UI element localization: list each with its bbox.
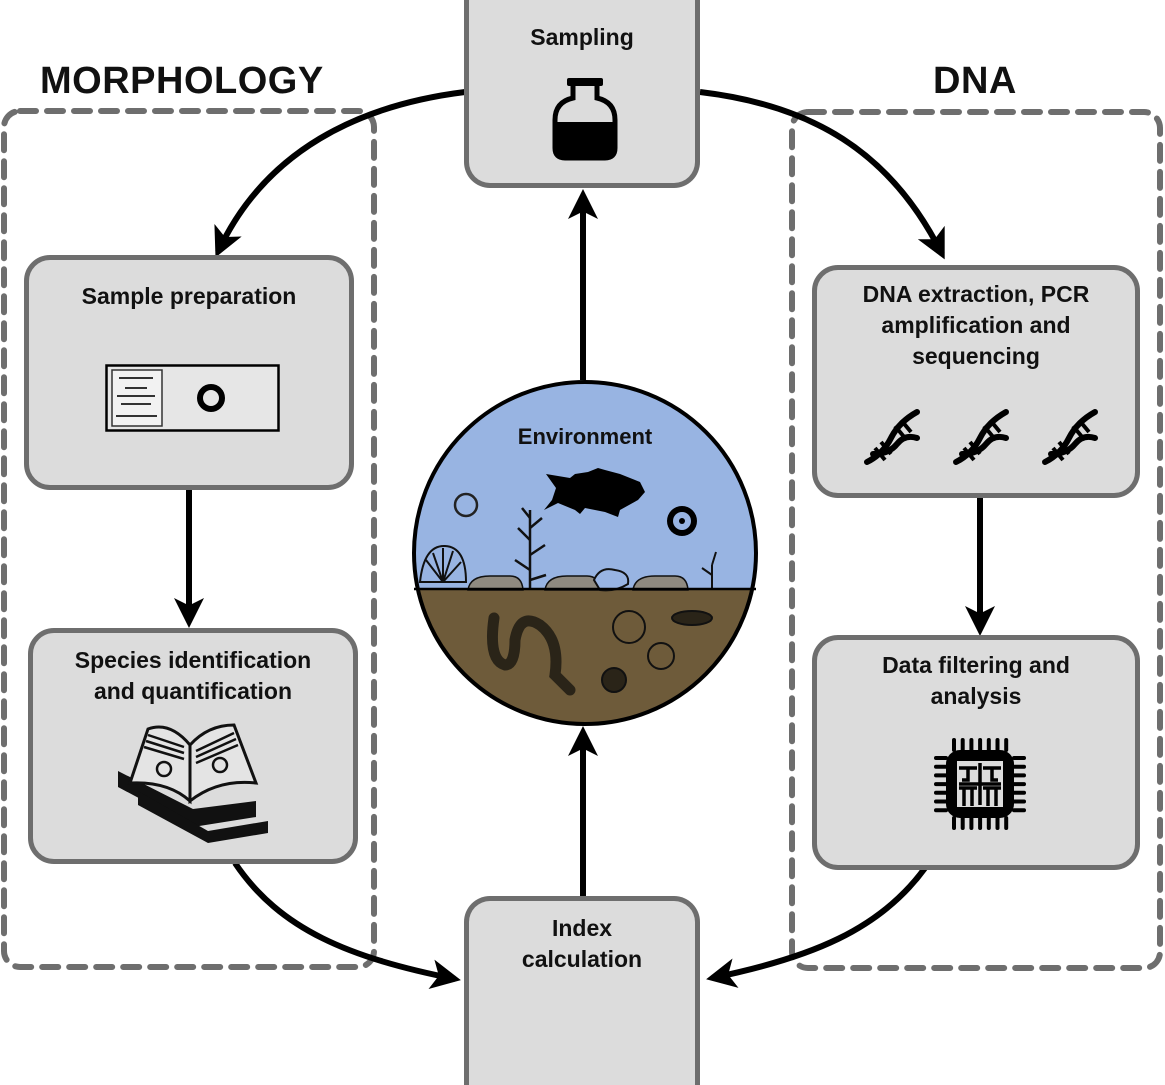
data-filtering-box[interactable]: Data filtering and analysis	[812, 635, 1140, 870]
foraminifera-icon	[601, 667, 627, 693]
dna-extraction-title-line-1: DNA extraction, PCR	[862, 281, 1090, 307]
index-calculation-title-line-2: calculation	[521, 946, 643, 972]
dna-helix-icon	[864, 409, 920, 465]
identification-book-icon	[118, 723, 268, 843]
sampling-box[interactable]: Sampling	[464, 0, 700, 188]
microscope-slide-icon	[105, 364, 280, 432]
diatom-icon	[671, 610, 713, 626]
dna-group-title: DNA	[933, 60, 1017, 102]
foraminifera-icon	[453, 492, 479, 518]
arrow-sampling-to-sample-preparation	[214, 89, 466, 258]
sample-preparation-title: Sample preparation	[81, 283, 297, 309]
arrow-data-filtering-to-index-calculation	[706, 866, 928, 988]
sample-preparation-box[interactable]: Sample preparation	[24, 255, 354, 490]
species-identification-box[interactable]: Species identification and quantificatio…	[28, 628, 358, 864]
morphology-group-border	[1, 108, 377, 970]
index-calculation-box[interactable]: Index calculation	[464, 896, 700, 1085]
sample-bottle-icon	[552, 78, 618, 161]
radiolarian-icon	[667, 506, 697, 536]
plant-sprout-icon	[701, 551, 717, 590]
environment-circle-border	[412, 380, 758, 726]
arrow-species-identification-to-index-calculation	[232, 861, 461, 989]
dna-extraction-title-line-3: sequencing	[912, 343, 1040, 369]
species-identification-title-line-1: Species identification	[74, 647, 312, 673]
index-calculation-title-line-1: Index	[551, 915, 613, 941]
dna-helix-icon	[1042, 409, 1098, 465]
microchip-icon	[934, 738, 1026, 830]
species-identification-title-line-2: and quantification	[93, 678, 293, 704]
fish-icon	[544, 468, 645, 517]
dna-helix-icon	[953, 409, 1009, 465]
dna-extraction-title-line-2: amplification and	[881, 312, 1071, 338]
foraminifera-icon	[612, 610, 646, 644]
dna-extraction-box[interactable]: DNA extraction, PCR amplification and se…	[812, 265, 1140, 498]
sampling-title: Sampling	[530, 24, 634, 50]
polychaete-worm-icon	[486, 612, 576, 696]
rock-icon	[467, 575, 524, 591]
data-filtering-title-line-1: Data filtering and	[882, 652, 1070, 678]
data-filtering-title-line-2: analysis	[930, 683, 1022, 709]
oyster-icon	[592, 568, 630, 592]
seaweed-icon	[514, 507, 547, 590]
foraminifera-icon	[647, 642, 675, 670]
scallop-shell-icon	[418, 544, 468, 583]
arrow-sampling-to-dna-extraction	[699, 89, 945, 260]
environment-label: Environment	[517, 424, 653, 449]
dna-group-border	[789, 109, 1163, 971]
rock-icon	[632, 575, 689, 591]
morphology-group-title: MORPHOLOGY	[40, 60, 324, 102]
